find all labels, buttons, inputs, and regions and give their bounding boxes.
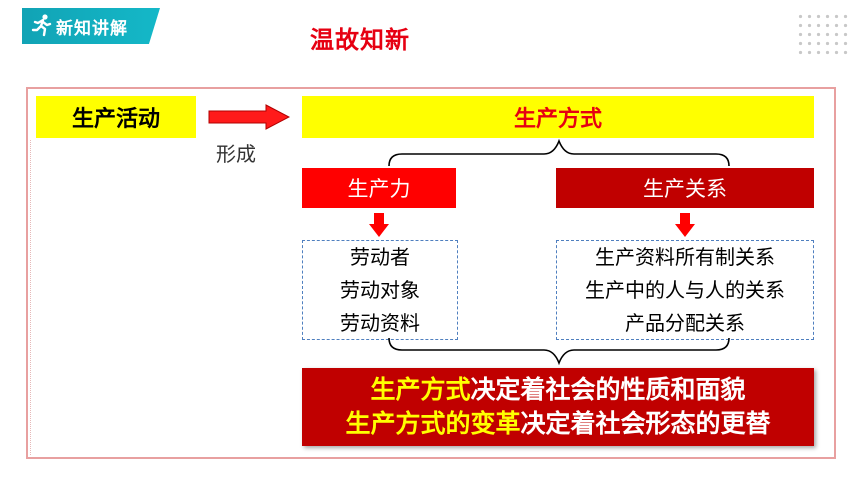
summary-text-2: 决定着社会形态的更替 — [520, 409, 771, 438]
section-badge-label: 新知讲解 — [56, 19, 128, 39]
form-label: 形成 — [216, 142, 256, 166]
production-relations-list: 生产资料所有制关系 生产中的人与人的关系 产品分配关系 — [556, 240, 814, 340]
list-item: 生产中的人与人的关系 — [585, 277, 785, 302]
right-arrow-icon — [208, 104, 290, 130]
section-badge — [22, 8, 160, 44]
curly-brace-icon — [388, 337, 730, 366]
list-item: 生产资料所有制关系 — [595, 244, 775, 269]
decorative-dot-grid — [796, 12, 848, 58]
list-item: 产品分配关系 — [625, 310, 745, 335]
summary-line-1: 生产方式决定着社会的性质和面貌 — [370, 373, 745, 407]
list-item: 劳动对象 — [340, 277, 420, 302]
summary-box: 生产方式决定着社会的性质和面貌 生产方式的变革决定着社会形态的更替 — [302, 368, 814, 446]
summary-text-1: 决定着社会的性质和面貌 — [470, 375, 746, 404]
list-item: 劳动者 — [350, 244, 410, 269]
productive-forces-box: 生产力 — [302, 168, 456, 208]
production-mode-box: 生产方式 — [302, 96, 814, 138]
down-arrow-icon — [369, 213, 389, 237]
curly-brace-icon — [388, 138, 730, 167]
summary-line-2: 生产方式的变革决定着社会形态的更替 — [345, 407, 770, 441]
summary-highlight-2: 生产方式的变革 — [345, 409, 521, 438]
frame-dotted-line — [30, 140, 32, 455]
summary-highlight-1: 生产方式 — [370, 375, 471, 404]
down-arrow-icon — [675, 213, 695, 237]
content-frame — [26, 87, 836, 459]
page-title: 温故知新 — [310, 26, 410, 54]
list-item: 劳动资料 — [340, 310, 420, 335]
running-person-icon — [31, 14, 52, 37]
production-activity-box: 生产活动 — [36, 96, 196, 138]
production-relations-box: 生产关系 — [556, 168, 814, 208]
productive-forces-list: 劳动者 劳动对象 劳动资料 — [302, 240, 458, 340]
